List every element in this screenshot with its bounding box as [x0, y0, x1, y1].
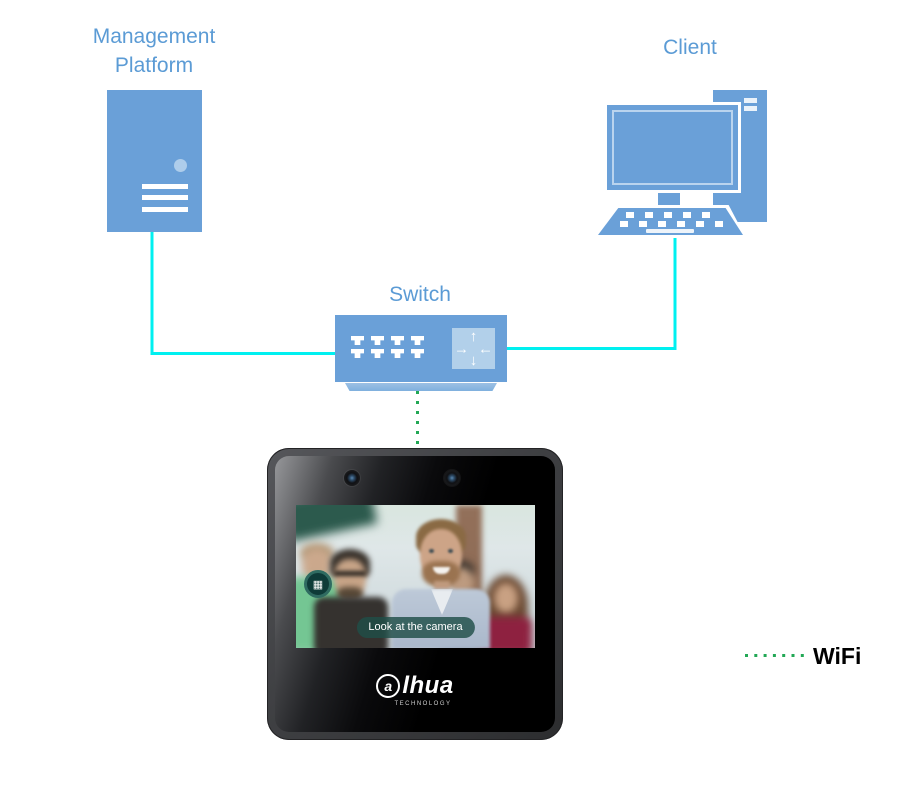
keyboard-keys-row: [620, 221, 725, 227]
keyboard-icon: [598, 208, 743, 235]
device-screen: ▦ Look at the camera: [296, 505, 535, 648]
management-platform-label: Management Platform: [92, 25, 216, 77]
ethernet-port-icon: [411, 349, 424, 358]
ethernet-port-icon: [371, 336, 384, 345]
keypad-button[interactable]: ▦: [304, 570, 332, 598]
ethernet-port-icon: [411, 336, 424, 345]
wired-line-client-to-switch: [507, 234, 677, 350]
server-vent-line: [142, 184, 188, 189]
tower-drive-slot: [744, 106, 757, 111]
logo-tagline: TECHNOLOGY: [394, 701, 452, 707]
screen-prompt: Look at the camera: [356, 617, 475, 638]
photo-main-man-smile: [433, 567, 450, 574]
server-icon: [107, 90, 202, 232]
tower-drive-slot: [744, 98, 757, 103]
server-led-dot: [174, 159, 187, 172]
face-recognition-device: ▦ Look at the camera a lhua TECHNOLOGY: [267, 448, 563, 740]
ethernet-port-icon: [351, 336, 364, 345]
camera-lens-icon: [344, 470, 360, 486]
arrow-up-icon: ↑: [469, 328, 478, 345]
server-vent-line: [142, 207, 188, 212]
arrow-down-icon: ↓: [469, 352, 478, 369]
routing-arrows-icon: ↑ ↓ → ←: [452, 328, 495, 369]
arrow-left-icon: ←: [478, 340, 493, 357]
photo-glasses-man-beard: [337, 587, 363, 600]
ethernet-port-icon: [351, 349, 364, 358]
switch-icon: ↑ ↓ → ←: [335, 315, 507, 391]
monitor-stand: [658, 190, 680, 209]
switch-body: ↑ ↓ → ←: [335, 315, 507, 382]
photo-woman-face: [494, 583, 518, 613]
monitor-icon: [607, 105, 738, 190]
desktop-computer-icon: [585, 88, 770, 238]
wired-line-management-to-switch: [150, 232, 336, 355]
logo-text: lhua: [402, 672, 454, 699]
photo-main-man-eye: [429, 549, 434, 553]
client-label: Client: [663, 36, 717, 59]
camera-lens-icon: [444, 470, 460, 486]
ethernet-port-icon: [391, 336, 404, 345]
arrow-right-icon: →: [454, 340, 469, 357]
monitor-screen: [612, 110, 733, 185]
keyboard-keys-row: [626, 212, 719, 218]
photo-dark-corner: [296, 505, 378, 542]
dahua-logo: a lhua TECHNOLOGY: [267, 672, 563, 707]
keypad-icon: ▦: [312, 578, 324, 591]
switch-base: [345, 383, 497, 391]
ethernet-port-icon: [391, 349, 404, 358]
switch-label: Switch: [389, 283, 451, 306]
photo-glasses-man-glasses: [334, 571, 366, 576]
keyboard-spacebar: [646, 229, 694, 233]
logo-circled-a: a: [376, 674, 401, 698]
server-vent-line: [142, 195, 188, 200]
wifi-legend-label: WiFi: [813, 643, 862, 669]
ethernet-port-icon: [371, 349, 384, 358]
photo-main-man-eye: [448, 549, 453, 553]
